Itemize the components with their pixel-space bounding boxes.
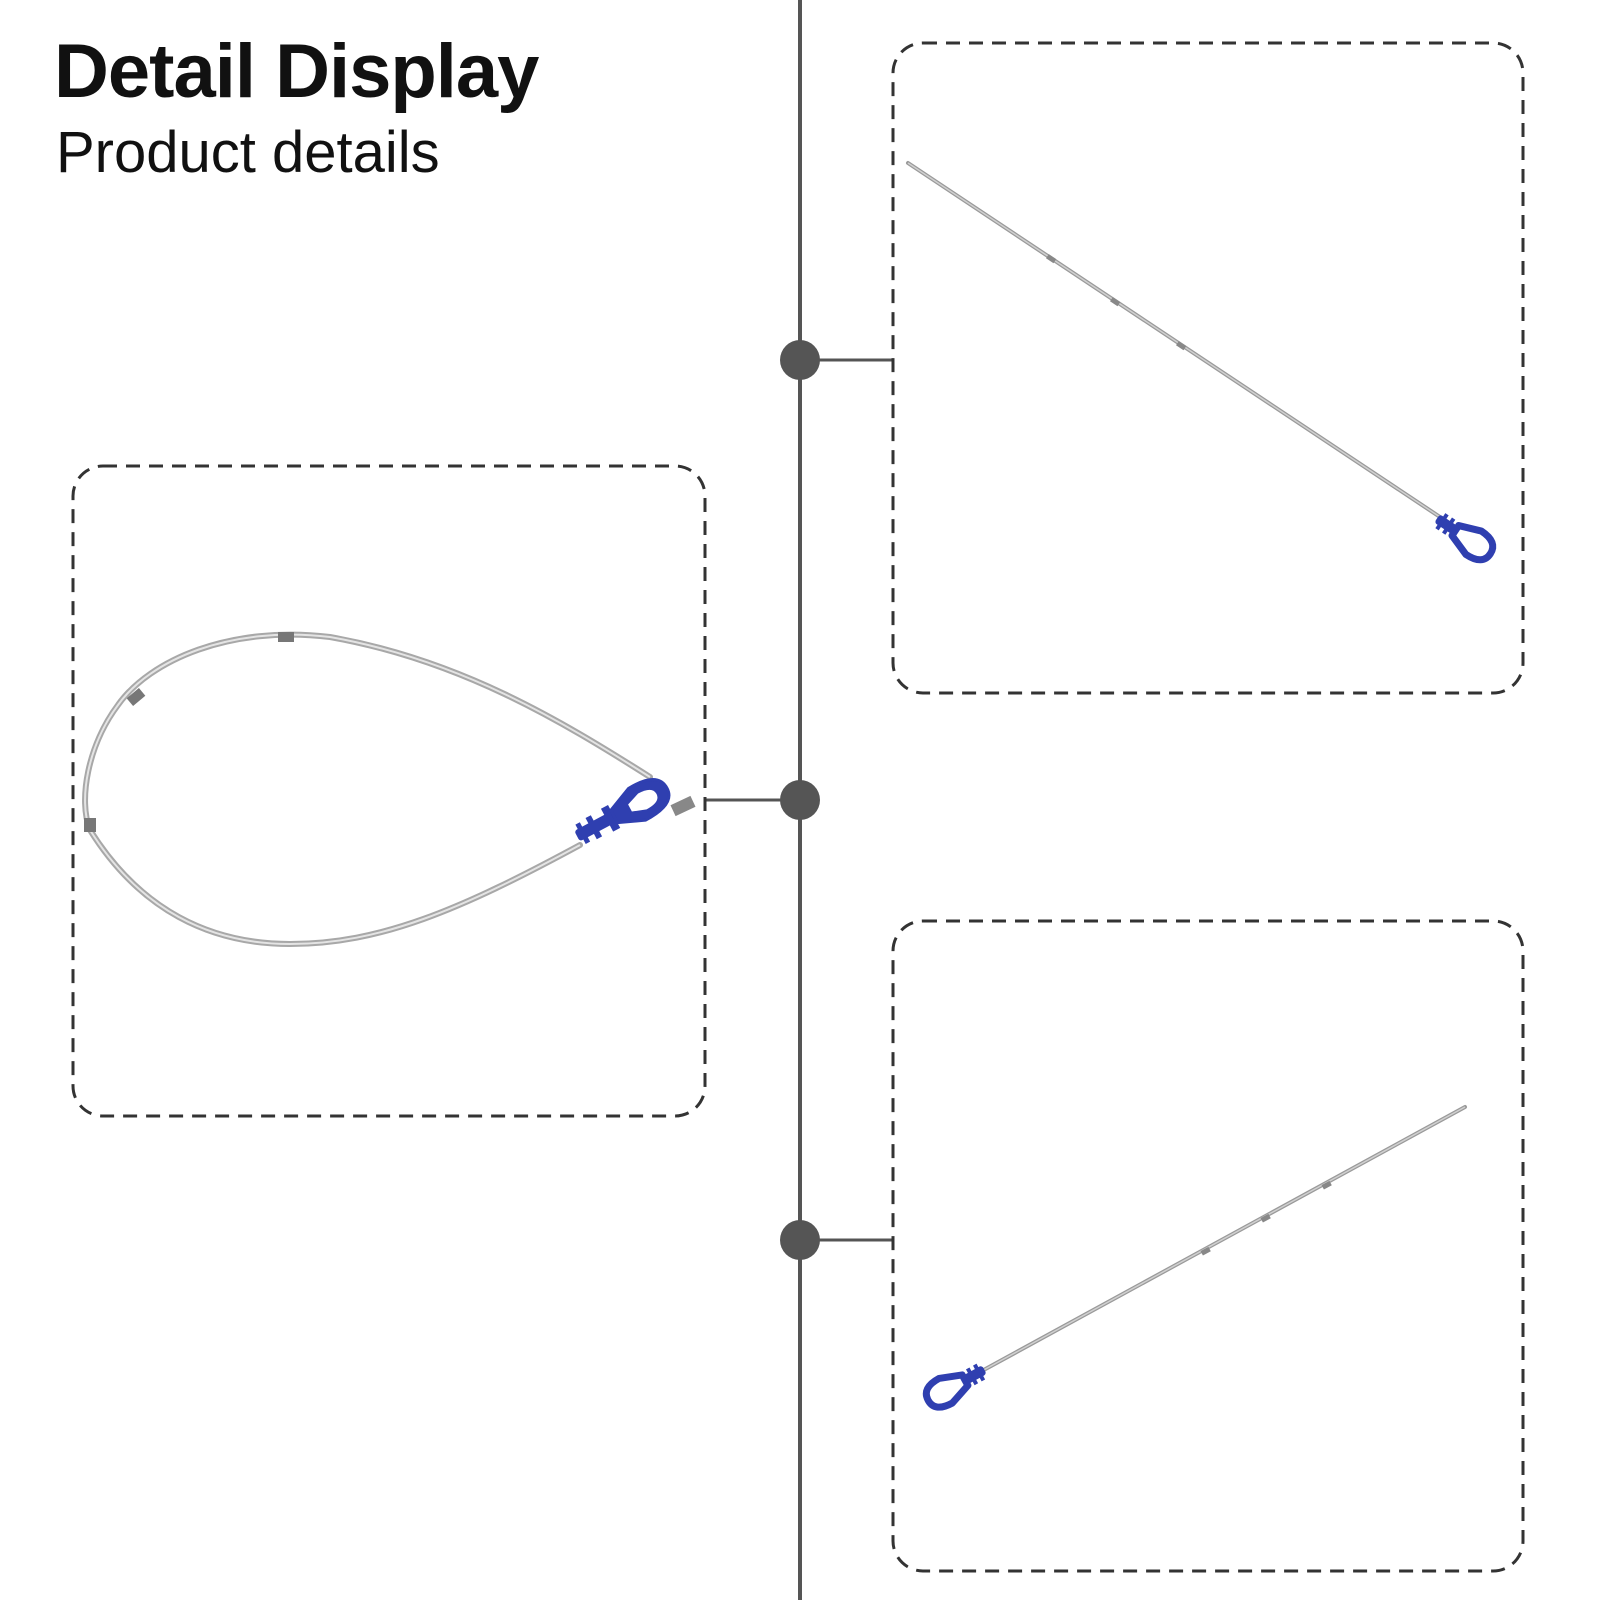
dipstick-coiled-loop-icon <box>82 631 696 948</box>
page-title: Detail Display <box>54 29 539 114</box>
timeline-dot-top <box>780 340 820 380</box>
panel-frame-bottom-right <box>891 919 1525 1573</box>
panel-frame-middle-left <box>71 464 707 1118</box>
dipstick-straight-diagonal-down-icon <box>906 161 1497 564</box>
timeline-dot-bottom <box>780 1220 820 1260</box>
timeline-dot-middle <box>780 780 820 820</box>
dipstick-straight-diagonal-up-icon <box>922 1105 1467 1411</box>
page-subtitle: Product details <box>56 120 440 185</box>
panel-frame-top-right <box>891 41 1525 695</box>
